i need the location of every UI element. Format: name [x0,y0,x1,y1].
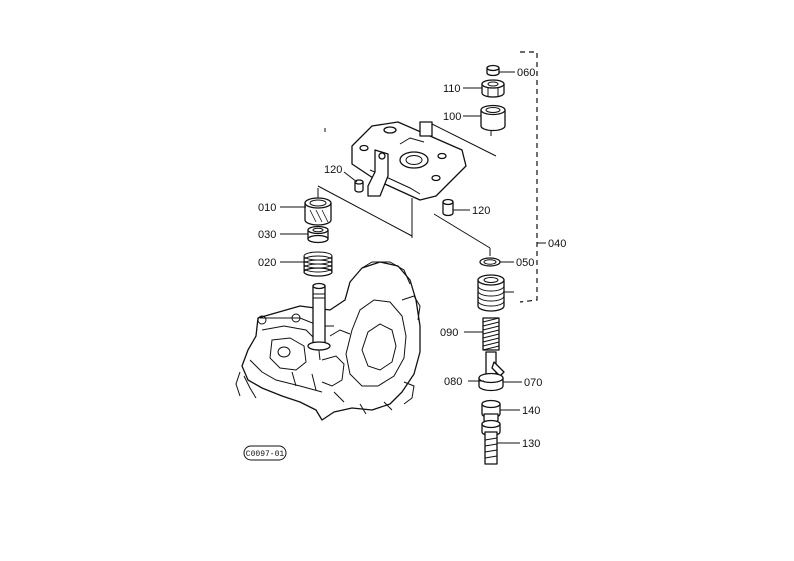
label-010: 010 [258,202,276,214]
housing-casting [235,261,421,421]
explosion-lines [317,123,497,256]
part-130-bolt [481,419,501,465]
label-110: 110 [443,83,461,95]
part-060-cap [486,64,500,77]
part-090-spring [482,317,500,351]
leader-lines [280,71,522,444]
part-070-washer [478,372,504,392]
shaft-in-housing [307,282,331,351]
label-050: 050 [516,257,534,269]
label-130: 130 [522,438,540,450]
part-020-spring [303,251,333,277]
label-140: 140 [522,405,540,417]
assembly-040-bracket [519,51,546,303]
label-030: 030 [258,229,276,241]
part-140-bushing [481,399,501,424]
part-010-sleeve [304,197,332,226]
part-050-o-ring [479,257,501,267]
label-090: 090 [440,327,458,339]
label-120-left: 120 [324,164,342,176]
label-080: 080 [444,376,462,388]
label-100: 100 [443,111,461,123]
cover-lever-tab [419,121,433,137]
part-040-body [477,274,505,312]
label-060: 060 [517,67,535,79]
label-120-right: 120 [472,205,490,217]
drawing-code-tag: C0097-01 [243,445,287,461]
label-070: 070 [524,377,542,389]
part-100-sleeve [480,104,506,132]
cover-lever-arm [367,149,389,197]
label-040: 040 [548,238,566,250]
part-120-pin-left [354,179,364,193]
part-120-pin-right [442,198,454,217]
part-080-plunger [485,351,505,377]
part-110-nut [481,79,505,98]
part-labels: 010 030 020 120 120 060 110 100 040 050 … [258,67,566,450]
label-020: 020 [258,257,276,269]
part-030-collar [307,225,329,244]
drawing-code-text: C0097-01 [246,450,285,459]
